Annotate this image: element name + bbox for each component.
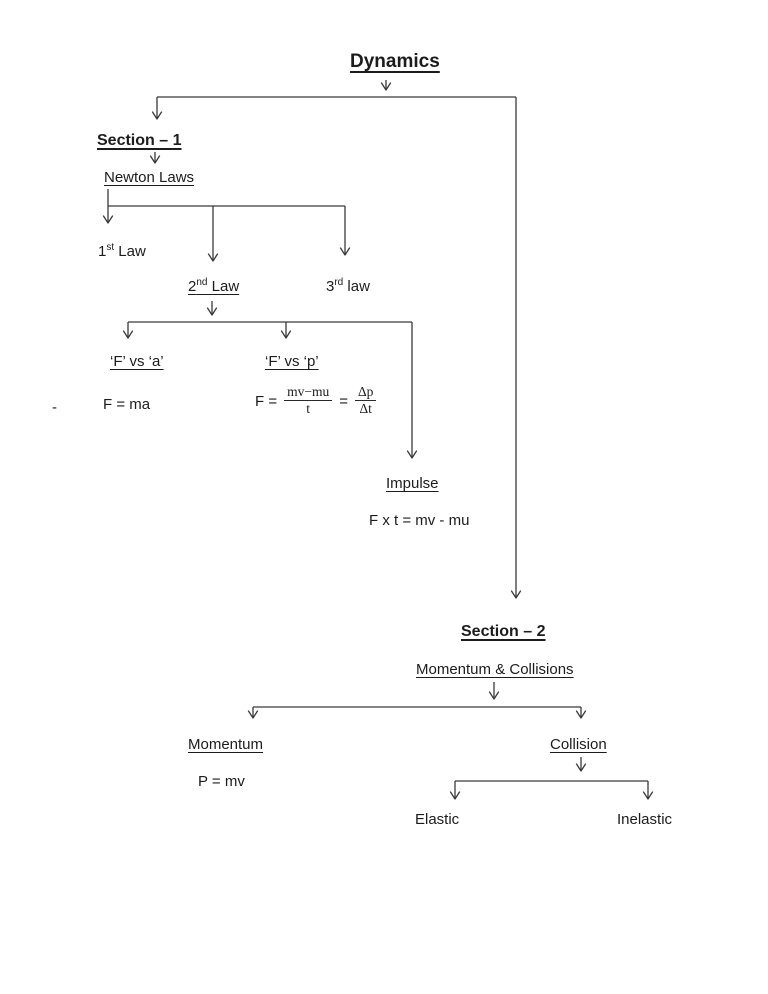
first-law-ordinal: st [106,242,115,253]
impulse-heading: Impulse [386,475,439,492]
second-law-number: 2 [188,278,197,295]
second-law-label: 2nd Law [188,277,239,296]
f-vs-p-formula: F = mv−mu t = Δp Δt [255,384,377,417]
impulse-formula: F x t = mv - mu [369,512,470,529]
first-law-label: 1st Law [98,242,146,261]
third-law-word: law [343,278,370,295]
fraction-numerator: Δp [354,384,377,402]
fraction-denominator: t [306,401,311,417]
third-law-number: 3 [326,278,335,295]
diagram-title: Dynamics [350,51,440,72]
second-law-ordinal: nd [196,277,208,288]
fraction-numerator: mv−mu [284,384,333,402]
collision-heading: Collision [550,736,607,753]
f-vs-p-heading: ‘F’ vs ‘p’ [265,353,319,370]
third-law-label: 3rd law [326,277,370,296]
momentum-heading: Momentum [188,736,264,753]
f-vs-a-heading: ‘F’ vs ‘a’ [110,353,164,370]
fraction-denominator: Δt [359,401,372,417]
margin-dash-mark: - [52,399,57,416]
fraction-delta-p-over-delta-t: Δp Δt [354,384,377,417]
f-equals-ma-formula: F = ma [103,396,151,413]
inelastic-label: Inelastic [617,811,673,828]
formula-prefix: F = [255,393,278,411]
newton-laws-heading: Newton Laws [104,169,195,186]
fraction-mv-minus-mu-over-t: mv−mu t [284,384,333,417]
elastic-label: Elastic [415,811,460,828]
equals-sign: = [339,393,348,411]
second-law-word: Law [207,278,240,295]
first-law-number: 1 [98,243,107,260]
momentum-formula: P = mv [198,773,245,790]
section-1-heading: Section – 1 [97,132,182,149]
momentum-collisions-heading: Momentum & Collisions [416,661,574,678]
section-2-heading: Section – 2 [461,623,546,640]
first-law-word: Law [114,243,146,260]
third-law-ordinal: rd [334,277,344,288]
